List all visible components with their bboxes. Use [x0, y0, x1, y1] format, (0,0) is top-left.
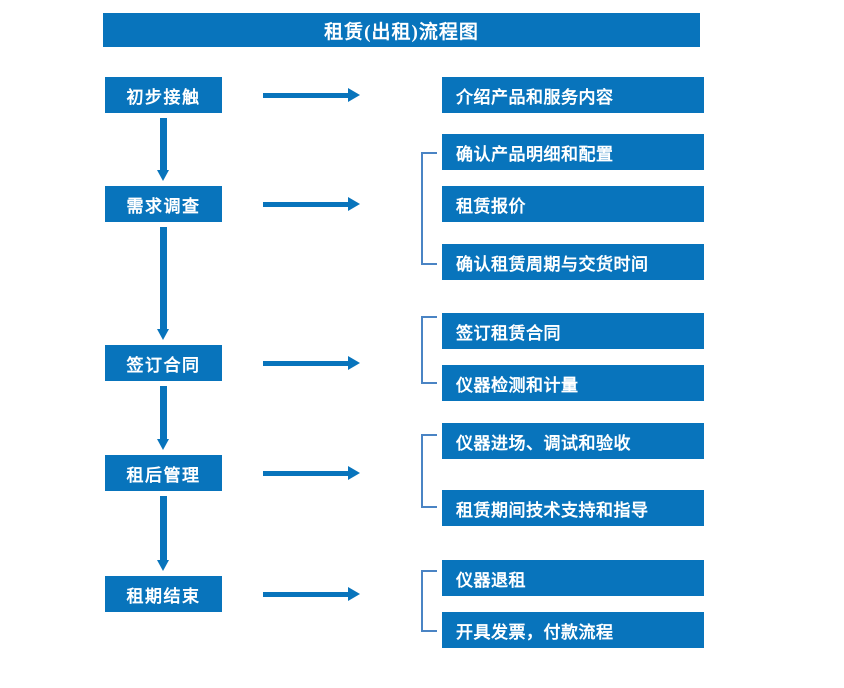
stage-node-需求调查[interactable]: 需求调查 — [105, 186, 222, 222]
group-bracket-签订合同 — [421, 316, 437, 384]
detail-node-签订租赁合同[interactable]: 签订租赁合同 — [442, 313, 704, 349]
detail-node-租赁报价[interactable]: 租赁报价 — [442, 186, 704, 222]
link-arrow-right-5 — [263, 587, 360, 601]
detail-node-仪器退租[interactable]: 仪器退租 — [442, 560, 704, 596]
group-bracket-需求调查 — [421, 152, 437, 265]
stage-node-租后管理[interactable]: 租后管理 — [105, 455, 222, 491]
group-bracket-租后管理 — [421, 434, 437, 508]
detail-node-开具发票付款流程[interactable]: 开具发票，付款流程 — [442, 612, 704, 648]
link-arrow-right-1 — [263, 88, 360, 102]
detail-node-介绍产品和服务内容[interactable]: 介绍产品和服务内容 — [442, 77, 704, 113]
chart-title: 租赁(出租)流程图 — [103, 13, 700, 47]
flow-arrow-down-2 — [157, 227, 169, 340]
stage-node-初步接触[interactable]: 初步接触 — [105, 77, 222, 113]
detail-node-确认产品明细和配置[interactable]: 确认产品明细和配置 — [442, 134, 704, 170]
link-arrow-right-4 — [263, 466, 360, 480]
detail-node-仪器检测和计量[interactable]: 仪器检测和计量 — [442, 365, 704, 401]
stage-node-签订合同[interactable]: 签订合同 — [105, 345, 222, 381]
flow-arrow-down-1 — [157, 118, 169, 181]
flow-arrow-down-4 — [157, 496, 169, 571]
stage-node-租期结束[interactable]: 租期结束 — [105, 576, 222, 612]
detail-node-确认租赁周期与交货时间[interactable]: 确认租赁周期与交货时间 — [442, 244, 704, 280]
detail-node-租赁期间技术支持和指导[interactable]: 租赁期间技术支持和指导 — [442, 490, 704, 526]
flow-arrow-down-3 — [157, 386, 169, 450]
group-bracket-租期结束 — [421, 570, 437, 632]
detail-node-仪器进场调试和验收[interactable]: 仪器进场、调试和验收 — [442, 423, 704, 459]
link-arrow-right-2 — [263, 197, 360, 211]
link-arrow-right-3 — [263, 356, 360, 370]
